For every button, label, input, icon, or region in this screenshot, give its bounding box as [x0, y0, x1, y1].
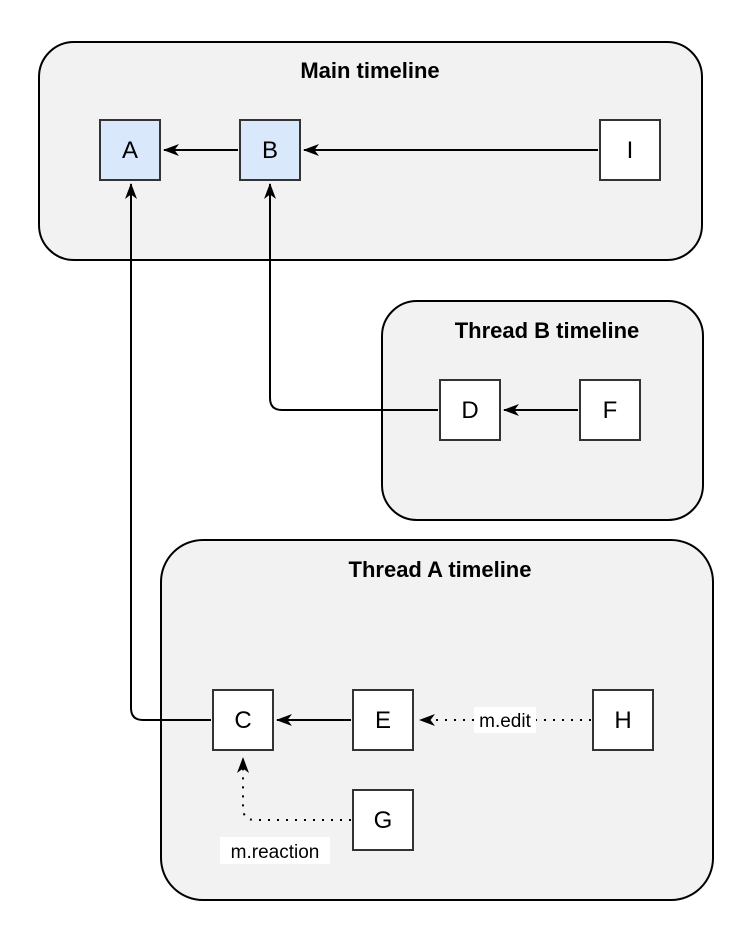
node-g: G — [352, 789, 414, 851]
edge-label-m-edit: m.edit — [479, 711, 531, 732]
node-d: D — [439, 379, 501, 441]
node-h: H — [592, 689, 654, 751]
container-thread-b-timeline-title: Thread B timeline — [455, 318, 640, 343]
node-i: I — [599, 119, 661, 181]
edge-c-to-a — [125, 183, 211, 721]
node-b: B — [239, 119, 301, 181]
node-c-label: C — [234, 707, 251, 734]
container-main-timeline-title: Main timeline — [300, 58, 439, 83]
node-e: E — [352, 689, 414, 751]
node-c: C — [212, 689, 274, 751]
node-g-label: G — [374, 807, 393, 834]
node-a: A — [99, 119, 161, 181]
edge-d-to-b — [264, 183, 438, 411]
node-f: F — [579, 379, 641, 441]
node-f-label: F — [603, 397, 618, 424]
node-a-label: A — [122, 137, 138, 164]
container-thread-a-timeline-title: Thread A timeline — [349, 557, 532, 582]
edge-label-m-reaction: m.reaction — [231, 842, 320, 863]
node-d-label: D — [461, 397, 478, 424]
edge-label-m-reaction-bg — [220, 837, 330, 864]
node-h-label: H — [614, 707, 631, 734]
edge-label-m-edit-bg — [474, 707, 536, 733]
node-b-label: B — [262, 137, 278, 164]
node-e-label: E — [375, 707, 391, 734]
node-i-label: I — [627, 137, 634, 164]
